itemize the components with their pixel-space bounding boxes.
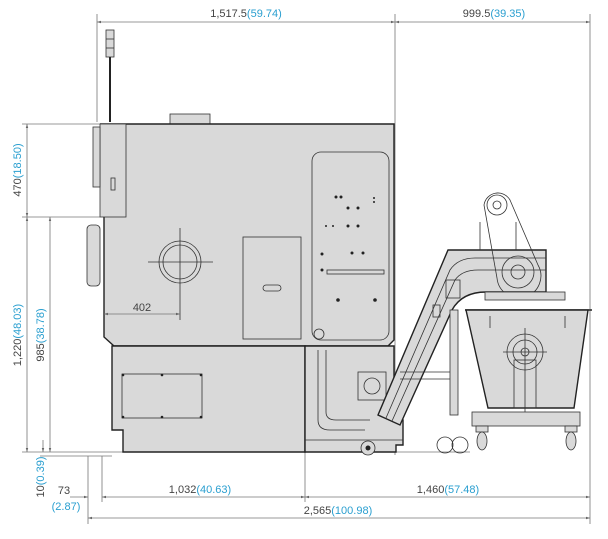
spindle-center-mark <box>148 228 213 320</box>
svg-text:1,220(48.03): 1,220(48.03) <box>12 304 24 366</box>
svg-text:999.5(39.35): 999.5(39.35) <box>463 8 525 20</box>
dimension-left-upper: 470(18.50) <box>12 124 29 217</box>
dimension-top-left: 1,517.5(59.74) <box>97 8 395 24</box>
dimension-left-inner: 985(38.78) <box>35 217 52 452</box>
svg-text:2,565(100.98): 2,565(100.98) <box>304 505 373 517</box>
coolant-tank <box>304 345 404 456</box>
dimension-bottom-machine: 1,032(40.63) <box>102 484 305 499</box>
bucket-cart <box>471 411 581 451</box>
signal-tower <box>105 29 115 122</box>
svg-text:1,032(40.63): 1,032(40.63) <box>169 484 231 496</box>
dimension-bottom-offset: 73 (2.87) <box>52 485 88 513</box>
svg-text:(2.87): (2.87) <box>52 501 81 513</box>
chip-bucket <box>465 309 592 415</box>
svg-text:402: 402 <box>133 302 151 314</box>
dimension-spindle-offset: 402 <box>104 302 180 316</box>
dimension-top-right: 999.5(39.35) <box>395 8 590 24</box>
svg-text:10(0.39): 10(0.39) <box>35 457 47 498</box>
conveyor-stand <box>400 309 469 454</box>
conveyor-drive-belt <box>479 192 566 301</box>
dimension-bottom-conveyor: 1,460(57.48) <box>305 484 590 499</box>
control-panel-window <box>311 151 390 341</box>
dimension-left-bottom: 10(0.39) <box>35 440 47 498</box>
svg-text:985(38.78): 985(38.78) <box>35 308 47 361</box>
dimension-bottom-total: 2,565(100.98) <box>88 505 590 520</box>
svg-text:1,460(57.48): 1,460(57.48) <box>417 484 479 496</box>
machine-upper-body <box>86 113 395 347</box>
front-door <box>242 236 302 340</box>
svg-text:1,517.5(59.74): 1,517.5(59.74) <box>210 8 282 20</box>
dimension-left-total: 1,220(48.03) <box>12 217 29 452</box>
svg-text:470(18.50): 470(18.50) <box>12 143 24 196</box>
svg-text:73: 73 <box>58 485 70 497</box>
machine-lower-body <box>111 345 306 453</box>
